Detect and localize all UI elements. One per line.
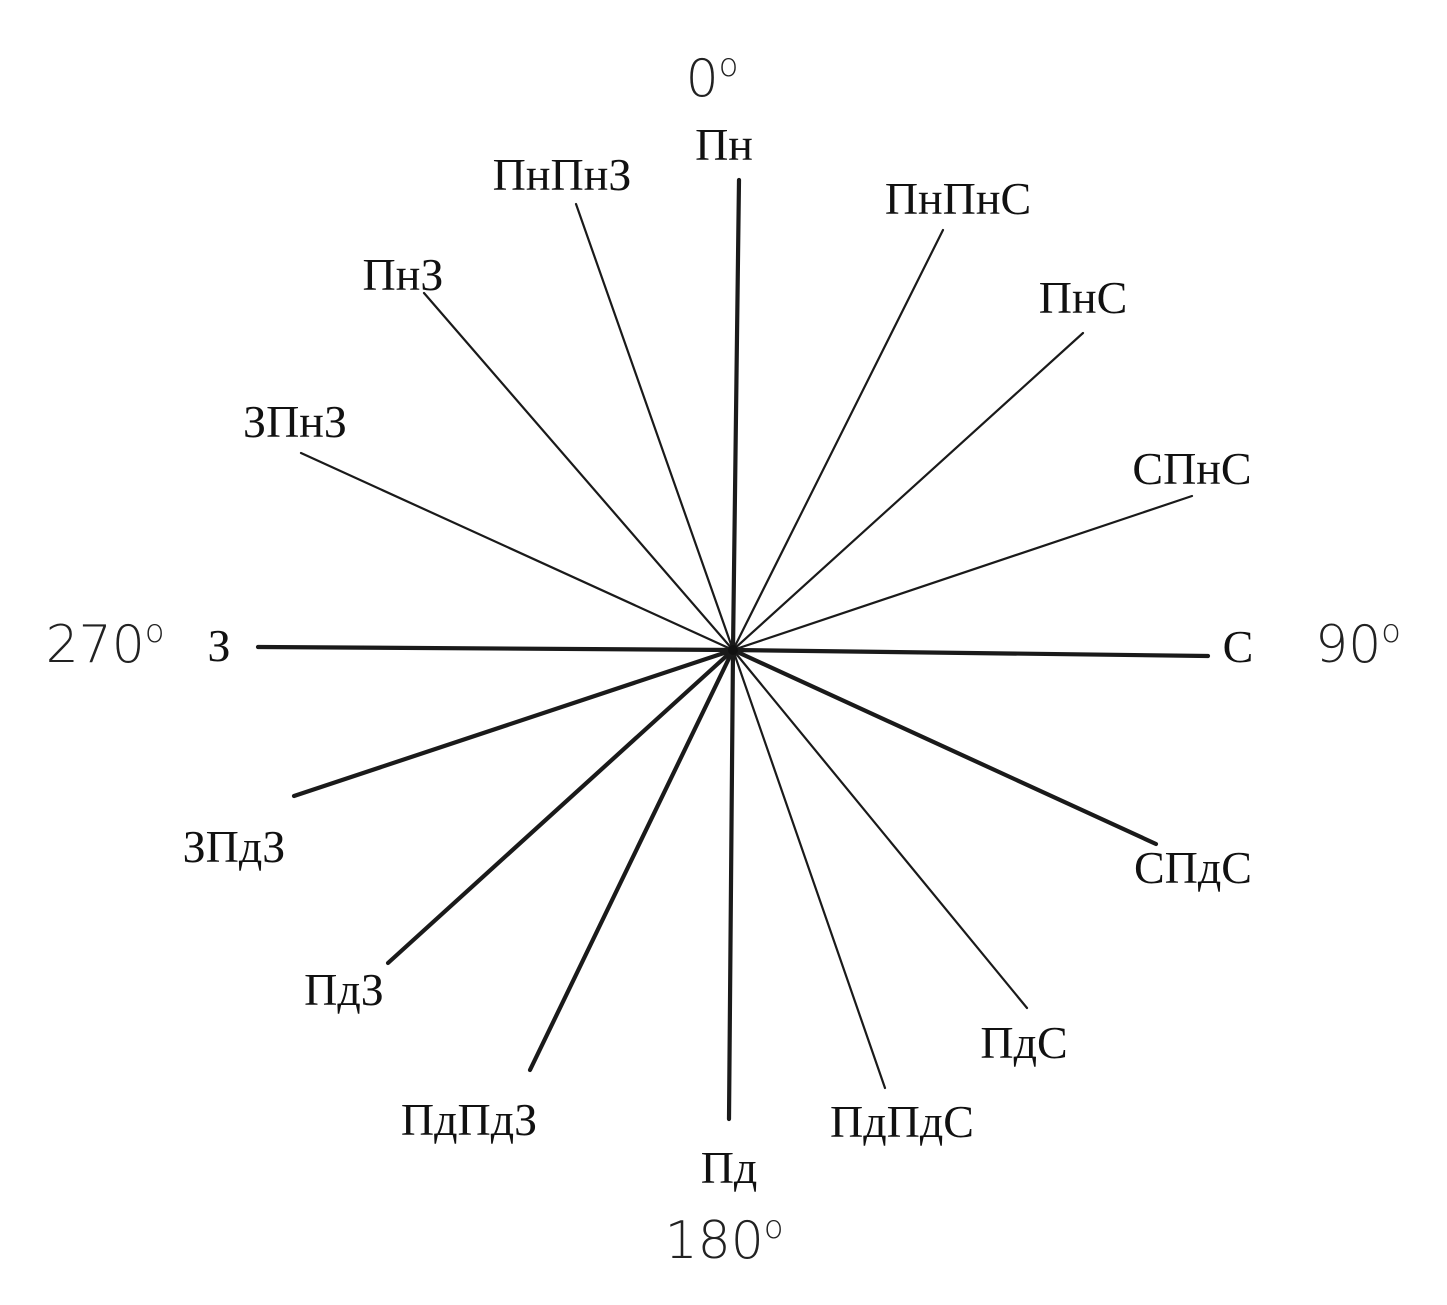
degree-east: 90o <box>1315 612 1401 675</box>
degree-north-value: 0 <box>686 49 719 109</box>
label-s: Пд <box>701 1142 758 1193</box>
label-e: С <box>1223 621 1254 672</box>
label-nw: ПнЗ <box>363 249 444 300</box>
ray-se <box>731 648 1029 1010</box>
ray-ssw <box>527 647 736 1073</box>
ray-ene <box>731 494 1194 652</box>
label-nne: ПнПнС <box>885 173 1031 224</box>
ray-nw <box>422 291 735 652</box>
ray-nne <box>731 228 945 652</box>
degree-east-value: 90 <box>1315 615 1381 675</box>
degree-north-sup: o <box>719 46 739 84</box>
label-ese: СПдС <box>1134 842 1252 893</box>
ray-wnw <box>299 451 735 652</box>
ray-n <box>730 177 742 653</box>
degree-west-sup: o <box>145 612 165 650</box>
ray-s <box>726 647 736 1122</box>
label-nnw: ПнПнЗ <box>493 149 632 200</box>
ray-e <box>730 647 1211 659</box>
label-n: Пн <box>695 119 753 170</box>
ray-nnw <box>574 202 735 652</box>
degree-west-value: 270 <box>46 615 145 675</box>
label-se: ПдС <box>980 1017 1067 1068</box>
degree-south: 180o <box>665 1208 784 1271</box>
ray-sw <box>385 647 736 966</box>
degree-north: 0o <box>686 46 739 109</box>
label-w: З <box>207 620 230 671</box>
degree-west: 270o <box>46 612 165 675</box>
label-ne: ПнС <box>1039 272 1128 323</box>
label-ssw: ПдПдЗ <box>401 1094 537 1145</box>
ray-ne <box>731 331 1085 652</box>
degree-east-sup: o <box>1381 612 1401 650</box>
degree-labels: 0o 90o 180o 270o <box>46 46 1401 1271</box>
label-wsw: ЗПдЗ <box>183 821 286 872</box>
center-point <box>728 645 738 655</box>
label-sw: ПдЗ <box>304 964 384 1015</box>
label-ene: СПнС <box>1132 443 1251 494</box>
compass-rays <box>255 177 1211 1122</box>
degree-south-value: 180 <box>665 1211 764 1271</box>
degree-south-sup: o <box>764 1208 784 1246</box>
ray-ese <box>730 647 1159 847</box>
direction-labels: Пн ПнПнС ПнС СПнС С СПдС ПдС ПдПдС Пд Пд… <box>183 119 1254 1193</box>
label-sse: ПдПдС <box>830 1096 974 1147</box>
ray-w <box>255 644 736 653</box>
ray-wsw <box>291 647 736 799</box>
label-wnw: ЗПнЗ <box>243 396 347 447</box>
ray-sse <box>731 648 887 1090</box>
